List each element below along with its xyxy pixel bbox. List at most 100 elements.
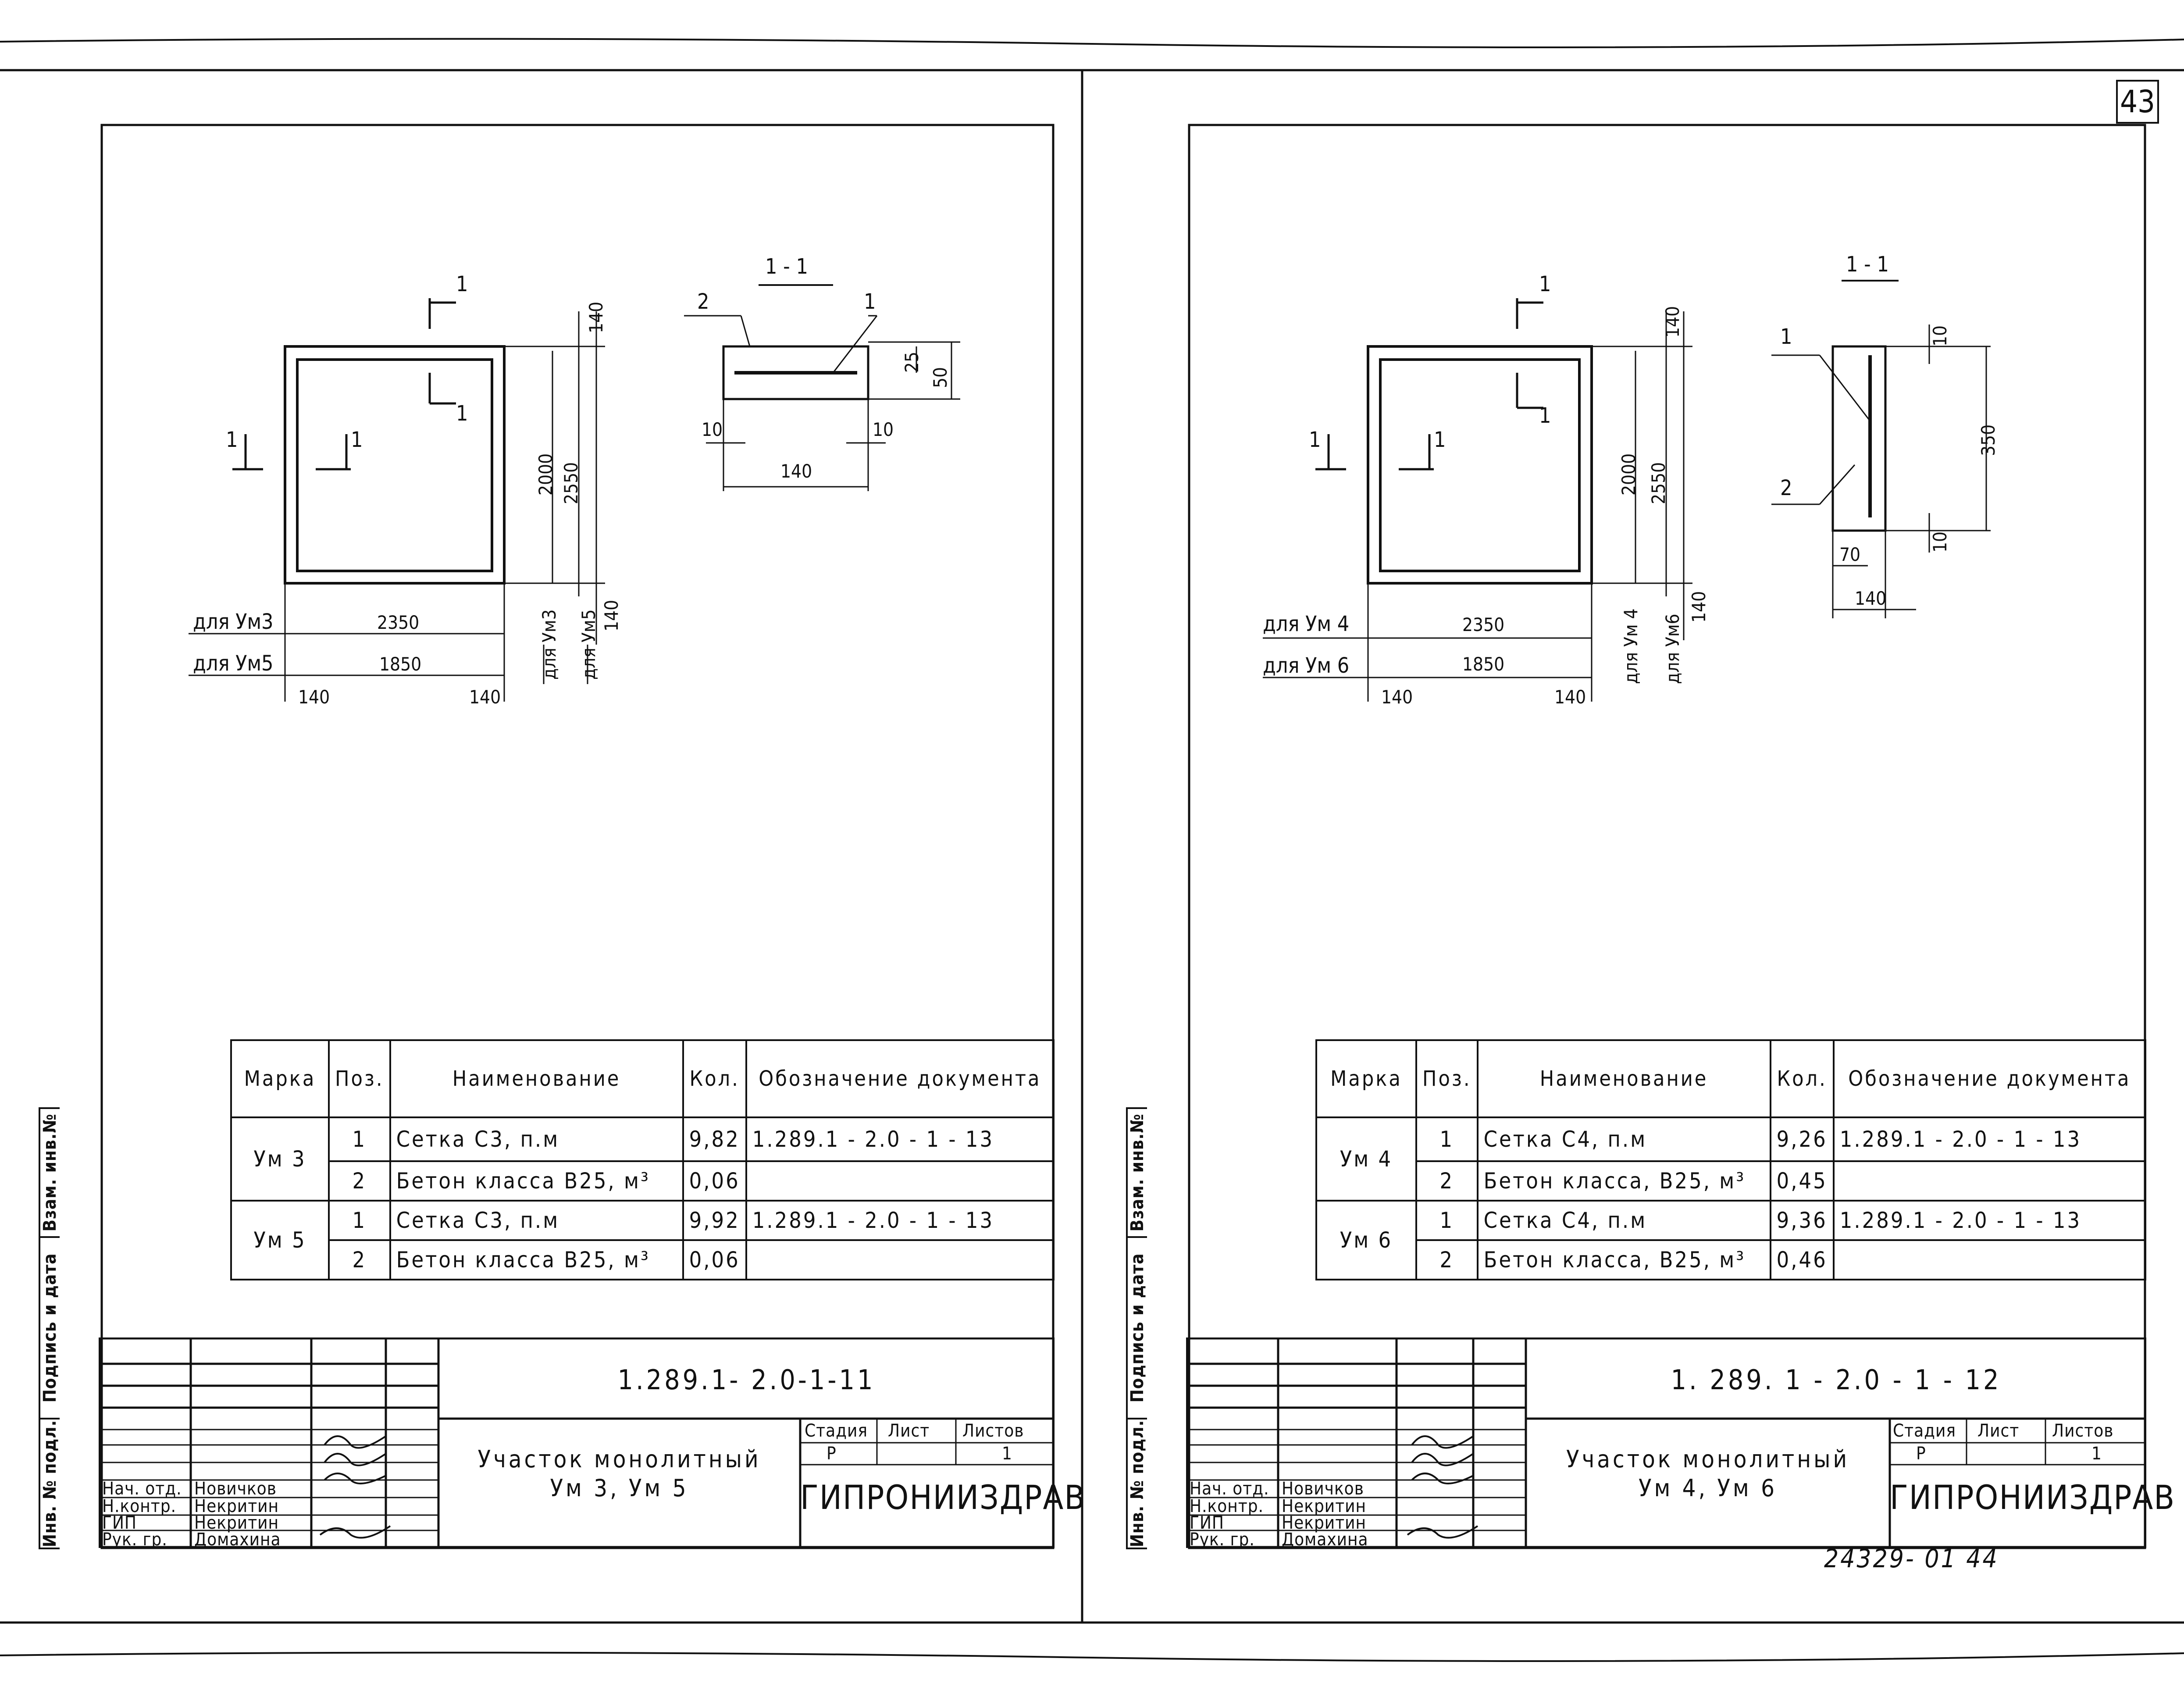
dim-140: 140 (298, 686, 330, 708)
dim-140: 140 (1381, 686, 1413, 708)
cell-qty: 9,92 (682, 1200, 747, 1241)
dim-140: 140 (1855, 588, 1887, 609)
right-plan-drawing (1263, 298, 1692, 702)
right-pos-label: 1 (1780, 325, 1792, 349)
dim-2350: 2350 (377, 612, 420, 633)
cell-doc (1832, 1160, 2147, 1202)
org-name: ГИПРОНИИЗДРАВ (1890, 1478, 2176, 1517)
left-pos-label: 1 (864, 289, 876, 314)
dim-140: 140 (1688, 591, 1710, 623)
col-qty: Кол. (1769, 1039, 1835, 1118)
stage-value: Р (827, 1444, 837, 1464)
sheet-header: Лист (1977, 1421, 2020, 1441)
cell-doc (1832, 1239, 2147, 1280)
cell-qty: 0,45 (1769, 1160, 1835, 1202)
cell-name: Бетон класса В25, м³ (389, 1160, 684, 1202)
left-section-drawing (684, 284, 960, 491)
cell-name: Сетка С4, п.м (1476, 1116, 1771, 1162)
right-pos-label: 2 (1780, 476, 1792, 500)
cell-qty: 0,46 (1769, 1239, 1835, 1280)
dim-2550: 2550 (1648, 462, 1669, 504)
cell-doc (745, 1239, 1055, 1280)
role: ГИП (102, 1513, 137, 1533)
cell-qty: 9,36 (1769, 1200, 1835, 1241)
cell-pos: 2 (328, 1239, 391, 1280)
cell-mark: Ум 3 (230, 1116, 330, 1202)
right-cut-mark: 1 (1539, 403, 1551, 428)
archive-stamp: 24329- 01 44 (1824, 1544, 1999, 1573)
person: Новичков (1282, 1479, 1364, 1499)
right-section-title: 1 - 1 (1846, 252, 1889, 277)
left-vfor-a: для Ум3 (538, 609, 560, 680)
right-cut-mark: 1 (1539, 272, 1551, 296)
cell-mark: Ум 4 (1315, 1116, 1417, 1202)
role: Нач. отд. (1190, 1479, 1269, 1499)
role: ГИП (1190, 1513, 1224, 1533)
col-name: Наименование (1476, 1039, 1771, 1118)
role: Нач. отд. (102, 1479, 182, 1499)
left-side-strip: Взам. инв.№ Подпись и дата Инв. № подл. (39, 1107, 100, 1549)
cell-name: Бетон класса, В25, м³ (1476, 1160, 1771, 1202)
left-cut-mark: 1 (456, 272, 468, 296)
role: Н.контр. (102, 1496, 177, 1516)
dim-140: 140 (585, 301, 607, 333)
cell-pos: 1 (1415, 1200, 1479, 1241)
dim-140: 140 (469, 686, 501, 708)
cell-doc: 1.289.1 - 2.0 - 1 - 13 (745, 1116, 1055, 1162)
cell-name: Сетка С4, п.м (1476, 1200, 1771, 1241)
cell-qty: 9,82 (682, 1116, 747, 1162)
dim-70: 70 (1839, 544, 1861, 565)
cell-qty: 0,06 (682, 1239, 747, 1280)
side-label-inventory: Инв. № подл. (39, 1418, 60, 1549)
sheets-header: Листов (2052, 1421, 2114, 1441)
cell-mark: Ум 5 (230, 1200, 330, 1280)
sheets-header: Листов (962, 1421, 1024, 1441)
dim-2550: 2550 (560, 462, 582, 504)
dim-1850: 1850 (1462, 653, 1505, 675)
left-for-b: для Ум5 (193, 651, 274, 676)
dim-140: 140 (601, 599, 622, 631)
dim-10: 10 (1929, 325, 1951, 346)
org-name: ГИПРОНИИЗДРАВ (800, 1478, 1086, 1517)
doc-code: 1.289.1- 2.0-1-11 (617, 1364, 876, 1396)
cell-doc: 1.289.1 - 2.0 - 1 - 13 (1832, 1200, 2147, 1241)
role: Рук. гр. (102, 1530, 167, 1550)
left-vfor-b: для Ум5 (578, 609, 599, 680)
sheets-value: 1 (1002, 1444, 1012, 1464)
cell-doc: 1.289.1 - 2.0 - 1 - 13 (1832, 1116, 2147, 1162)
dim-2000: 2000 (535, 453, 556, 496)
col-name: Наименование (389, 1039, 684, 1118)
col-mark: Марка (230, 1039, 330, 1118)
sheet-header: Лист (888, 1421, 930, 1441)
dim-25: 25 (901, 351, 923, 373)
cell-pos: 1 (1415, 1116, 1479, 1162)
side-label-replace: Взам. инв.№ (1126, 1107, 1147, 1238)
cell-qty: 9,26 (1769, 1116, 1835, 1162)
side-label-signature: Подпись и дата (39, 1236, 60, 1419)
dim-10: 10 (1929, 531, 1951, 553)
right-vfor-a: для Ум 4 (1620, 608, 1642, 684)
right-cut-mark: 1 (1434, 428, 1446, 452)
cell-name: Сетка С3, п.м (389, 1116, 684, 1162)
cell-pos: 2 (328, 1160, 391, 1202)
cell-doc (745, 1160, 1055, 1202)
stage-header: Стадия (805, 1421, 868, 1441)
role: Рук. гр. (1190, 1530, 1255, 1550)
col-pos: Поз. (1415, 1039, 1479, 1118)
person: Домахина (1282, 1530, 1368, 1550)
dim-50: 50 (930, 367, 951, 388)
person: Некритин (194, 1496, 279, 1516)
right-section-drawing (1771, 280, 1991, 618)
dim-2000: 2000 (1618, 453, 1639, 496)
col-doc: Обозначение документа (1832, 1039, 2147, 1118)
dim-140: 140 (1662, 306, 1683, 338)
cell-name: Сетка С3, п.м (389, 1200, 684, 1241)
cell-pos: 2 (1415, 1239, 1479, 1280)
left-section-title: 1 - 1 (765, 254, 808, 279)
col-pos: Поз. (328, 1039, 391, 1118)
person: Некритин (1282, 1496, 1367, 1516)
doc-code: 1. 289. 1 - 2.0 - 1 - 12 (1671, 1364, 2002, 1396)
